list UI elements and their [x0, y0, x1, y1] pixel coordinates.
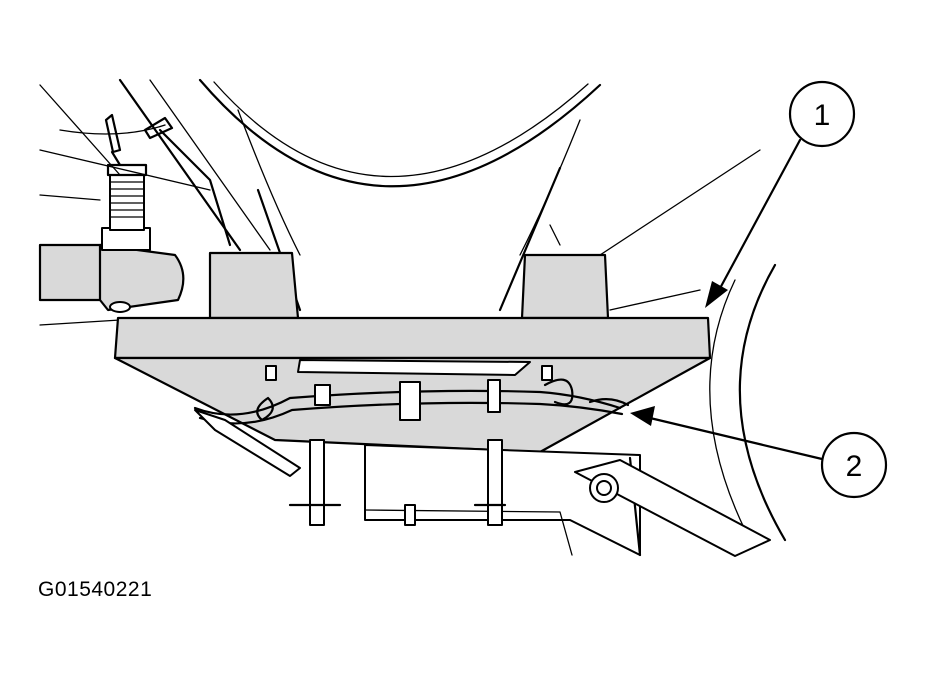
figure-code: G01540221: [38, 578, 153, 601]
transmission-housing: [198, 78, 602, 312]
callout-2-circle: [820, 431, 888, 499]
callout-1-circle: [788, 80, 856, 148]
threaded-stud: [104, 113, 174, 231]
crossmember: [364, 444, 771, 557]
engine-mount-bracket: [38, 227, 185, 313]
mounting-bolts: [288, 439, 507, 526]
callout-1: 1: [705, 80, 856, 308]
callout-1-arrowhead: [705, 281, 728, 308]
support-blocks: [208, 251, 610, 320]
callout-2-number: 2: [846, 450, 863, 483]
callout-1-leader: [716, 138, 802, 294]
callout-2-leader: [648, 416, 824, 461]
brake-cable: [193, 378, 630, 477]
callout-2-arrowhead: [630, 406, 655, 426]
callout-2: 2: [630, 406, 888, 499]
callout-1-number: 1: [814, 99, 831, 132]
